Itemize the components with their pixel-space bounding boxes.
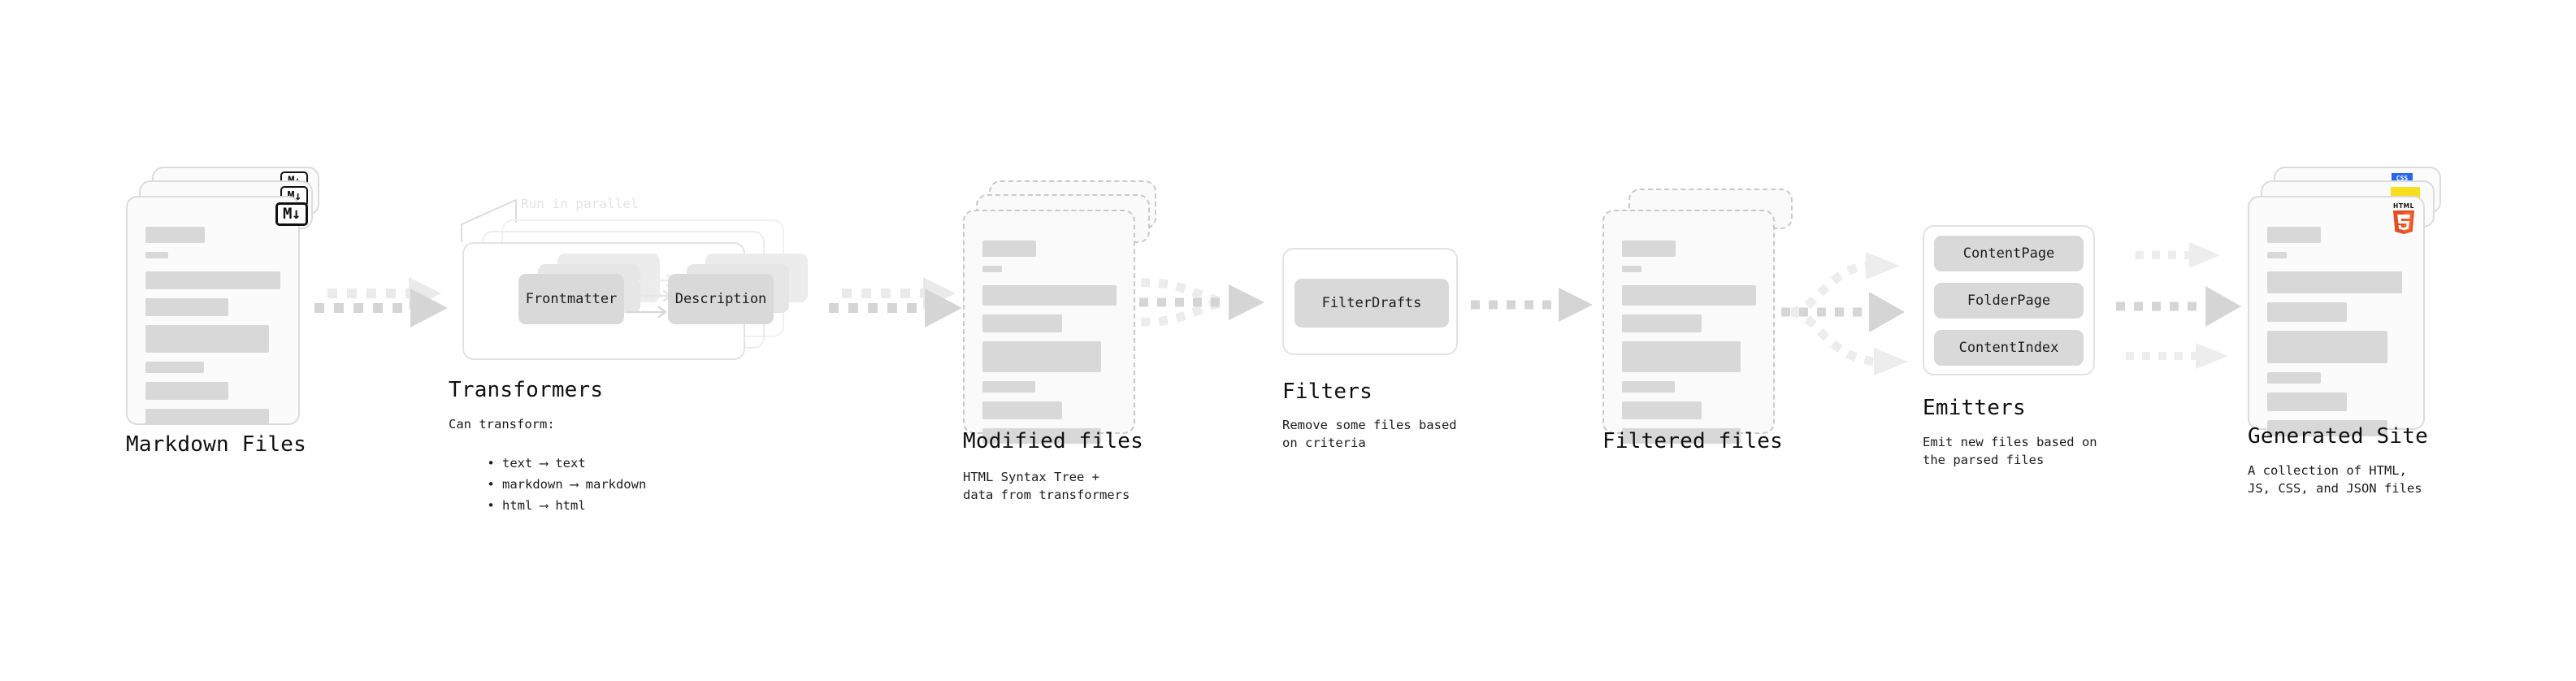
- content-bar: [2267, 271, 2402, 293]
- transformers-subtitle-head: Can transform:: [449, 417, 555, 432]
- html5-icon: HTML: [2393, 202, 2414, 234]
- bullet-text: markdown ⟶ markdown: [502, 477, 647, 492]
- content-bar: [2267, 372, 2321, 384]
- markdown-card-content: [145, 227, 280, 433]
- transformers-title: Transformers: [449, 378, 604, 402]
- filtered-files-stack: [1602, 180, 1806, 444]
- transformer-chip-label: Frontmatter: [525, 291, 618, 307]
- content-bar: [2267, 393, 2347, 411]
- content-bar: [145, 252, 168, 258]
- content-bar: [1622, 241, 1676, 257]
- site-card-content: [2267, 227, 2405, 445]
- transformer-chip-frontmatter[interactable]: Frontmatter: [518, 274, 624, 324]
- markdown-badge-arrow-mid: ↓: [294, 189, 301, 203]
- content-bar: [1622, 401, 1702, 419]
- content-bar: [982, 401, 1062, 419]
- content-bar: [982, 285, 1117, 306]
- transformers-bullet-1: • markdown ⟶ markdown: [457, 458, 646, 512]
- modified-files-title: Modified files: [963, 429, 1143, 453]
- content-bar: [145, 362, 204, 373]
- arrow-filters-to-filtered: [1471, 288, 1593, 322]
- transformer-chip-description[interactable]: Description: [668, 274, 774, 324]
- content-bar: [1622, 381, 1675, 393]
- modified-files-stack: [963, 180, 1166, 444]
- generated-site-title: Generated Site: [2248, 424, 2428, 449]
- emitter-chip-label: FolderPage: [1967, 293, 2051, 309]
- modified-card-front: [963, 210, 1135, 444]
- content-bar: [1622, 285, 1756, 306]
- arrow-markdown-to-transformers: [314, 277, 448, 327]
- filters-title: Filters: [1282, 380, 1373, 404]
- transformers-bullet-0: • text ⟶ text: [457, 436, 586, 491]
- bullet-dot: •: [487, 477, 502, 492]
- content-bar: [1622, 341, 1741, 372]
- emitters-subtitle: Emit new files based on the parsed files: [1923, 435, 2097, 468]
- content-bar: [2267, 252, 2287, 258]
- generated-site-stack: CSS HTML: [2248, 167, 2459, 436]
- content-bar: [982, 381, 1035, 393]
- bullet-dot: •: [487, 456, 502, 471]
- emitter-chip-contentpage[interactable]: ContentPage: [1934, 236, 2084, 271]
- content-bar: [982, 428, 1101, 444]
- transformers-stage: Run in parallel: [443, 187, 825, 360]
- bullet-dot: •: [487, 498, 502, 514]
- run-in-parallel-bracket: [461, 199, 517, 242]
- content-bar: [145, 227, 205, 243]
- bullet-text: text ⟶ text: [502, 456, 586, 471]
- emitter-chip-label: ContentPage: [1962, 245, 2055, 262]
- html5-wordmark: HTML: [2393, 202, 2414, 210]
- emitter-chip-label: ContentIndex: [1958, 340, 2059, 356]
- filter-chip-label: FilterDrafts: [1321, 295, 1422, 311]
- modified-card-content: [982, 241, 1117, 453]
- markdown-files-title: Markdown Files: [126, 432, 306, 457]
- markdown-card-front: [126, 196, 300, 425]
- emitter-chip-folderpage[interactable]: FolderPage: [1934, 283, 2084, 319]
- generated-site-subtitle: A collection of HTML, JS, CSS, and JSON …: [2248, 463, 2422, 497]
- filtered-files-title: Filtered files: [1602, 429, 1783, 453]
- arrow-emitters-to-site: [2116, 242, 2241, 369]
- content-bar: [2267, 227, 2321, 243]
- filters-subtitle: Remove some files based on criteria: [1282, 418, 1457, 451]
- emitters-title: Emitters: [1923, 396, 2026, 420]
- markdown-badge-arrow: ↓: [292, 205, 301, 223]
- content-bar: [1622, 314, 1702, 332]
- markdown-badge-letter: M: [283, 205, 292, 223]
- arrow-transformers-to-modified: [829, 277, 962, 327]
- css-label: CSS: [2396, 175, 2409, 182]
- run-in-parallel-label: Run in parallel: [521, 196, 639, 211]
- site-card-front: [2248, 196, 2425, 436]
- emitter-chip-contentindex[interactable]: ContentIndex: [1934, 330, 2084, 366]
- bullet-text: html ⟶ html: [502, 498, 586, 514]
- filter-chip-filterdrafts[interactable]: FilterDrafts: [1295, 279, 1449, 327]
- content-bar: [1622, 428, 1741, 444]
- content-bar: [2267, 331, 2387, 363]
- filtered-card-content: [1622, 241, 1756, 453]
- content-bar: [982, 241, 1036, 257]
- content-bar: [2267, 420, 2387, 436]
- content-bar: [145, 325, 269, 353]
- content-bar: [982, 341, 1101, 372]
- content-bar: [145, 409, 269, 424]
- transformers-bullet-2: • html ⟶ html: [457, 479, 586, 533]
- content-bar: [145, 298, 228, 316]
- filtered-card-front: [1602, 210, 1775, 444]
- content-bar: [145, 271, 280, 289]
- modified-files-subtitle: HTML Syntax Tree + data from transformer…: [963, 470, 1130, 503]
- transformer-chip-label: Description: [674, 291, 767, 307]
- markdown-icon-front: M↓: [275, 202, 308, 226]
- content-bar: [145, 382, 228, 400]
- content-bar: [1622, 266, 1641, 272]
- content-bar: [982, 314, 1062, 332]
- content-bar: [982, 266, 1002, 272]
- content-bar: [2267, 302, 2347, 322]
- arrow-modified-to-filters: [1139, 278, 1264, 327]
- arrow-filtered-to-emitters: [1781, 252, 1908, 375]
- markdown-files-stack: M↓ M↓ M↓: [126, 167, 337, 427]
